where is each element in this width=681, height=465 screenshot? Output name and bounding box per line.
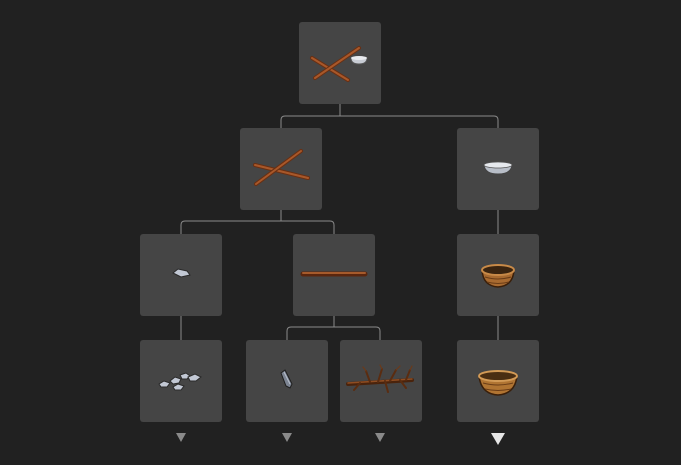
recipe-node-flint-chip[interactable] — [140, 234, 222, 316]
recipe-node-wicker-basket-small[interactable] — [457, 234, 539, 316]
recipe-node-wicker-basket-large[interactable] — [457, 340, 539, 422]
pebbles-icon — [158, 372, 202, 391]
flint-shard-icon — [280, 369, 293, 389]
connector-root — [280, 104, 499, 128]
expand-arrow-wicker-basket[interactable] — [491, 433, 505, 445]
recipe-node-pebbles[interactable] — [140, 340, 222, 422]
recipe-node-stone-bowl[interactable] — [457, 128, 539, 210]
expand-arrow-flint-shard[interactable] — [282, 433, 292, 442]
connector-rod — [286, 316, 381, 340]
recipe-node-sticks-and-stone-bowl[interactable] — [299, 22, 381, 104]
wicker-basket-icon — [481, 264, 515, 288]
sticks-and-stone-bowl-icon — [310, 46, 368, 82]
wicker-basket-icon — [478, 370, 518, 396]
stone-bowl-icon — [483, 161, 513, 175]
recipe-node-branch[interactable] — [340, 340, 422, 422]
expand-arrow-branch[interactable] — [375, 433, 385, 442]
recipe-node-wooden-rod[interactable] — [293, 234, 375, 316]
flint-chip-icon — [172, 268, 191, 278]
recipe-node-flint-shard[interactable] — [246, 340, 328, 422]
connector-sticks — [180, 210, 335, 234]
branch-icon — [346, 364, 414, 393]
wooden-rod-icon — [300, 271, 368, 277]
expand-arrow-pebbles[interactable] — [176, 433, 186, 442]
crossed-sticks-icon — [253, 149, 310, 186]
recipe-node-crossed-sticks[interactable] — [240, 128, 322, 210]
